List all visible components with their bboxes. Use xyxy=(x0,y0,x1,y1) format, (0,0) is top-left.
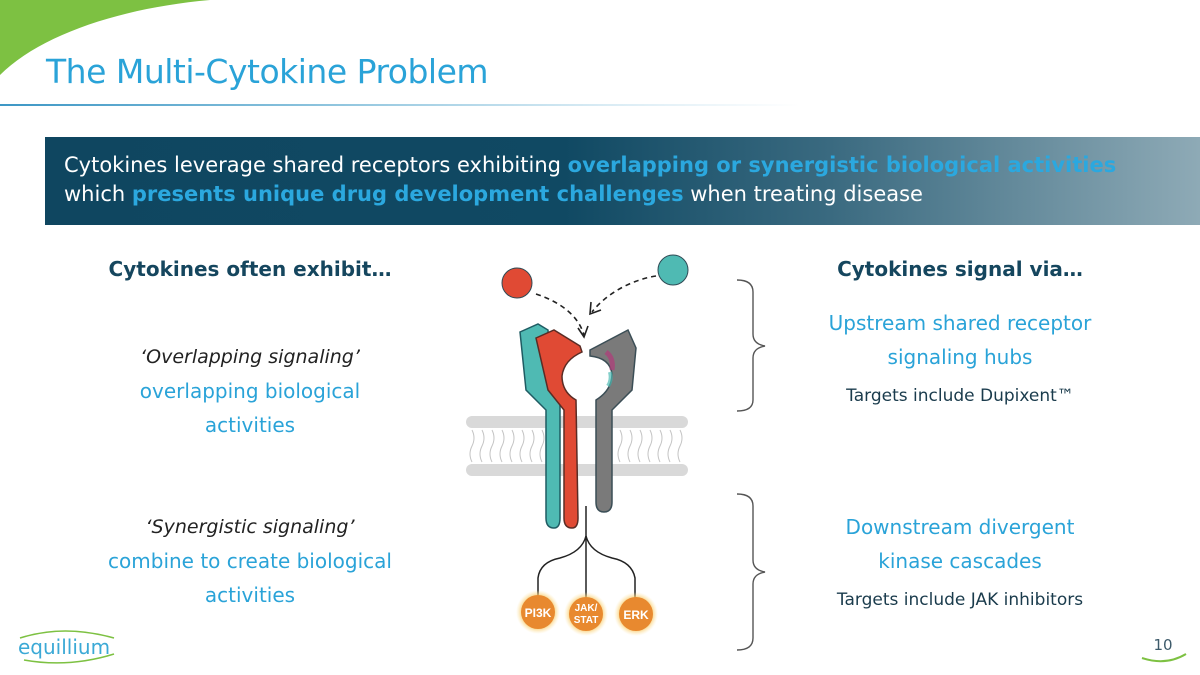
svg-text:JAK/: JAK/ xyxy=(575,603,598,614)
signaling-branches xyxy=(537,506,636,598)
cytokine-teal xyxy=(657,254,689,286)
banner-text: when treating disease xyxy=(683,182,923,206)
receptor-chain-gray xyxy=(589,328,637,513)
banner-text: which xyxy=(64,182,132,206)
key-message-banner: Cytokines leverage shared receptors exhi… xyxy=(45,137,1200,225)
title-divider xyxy=(0,104,800,106)
term-description: overlapping biological xyxy=(139,379,361,403)
equillium-logo: equillium xyxy=(18,630,115,664)
page-number: 10 xyxy=(1153,636,1173,654)
svg-text:PI3K: PI3K xyxy=(525,606,552,620)
receptor-signaling-diagram: PI3K JAK/ STAT ERK xyxy=(466,254,689,636)
svg-text:STAT: STAT xyxy=(574,615,599,626)
targets-note: Targets include JAK inhibitors xyxy=(836,590,1084,610)
term-description: activities xyxy=(204,413,296,437)
banner-highlight: overlapping or synergistic biological ac… xyxy=(567,153,1117,177)
term-label: ‘Overlapping signaling’ xyxy=(140,346,360,368)
page-title: The Multi-Cytokine Problem xyxy=(46,52,489,91)
synergistic-signaling-block: ‘Synergistic signaling’ combine to creat… xyxy=(70,510,430,612)
right-column-heading: Cytokines signal via… xyxy=(837,257,1083,281)
upstream-hubs-block: Upstream shared receptor signaling hubs … xyxy=(790,306,1130,408)
receptor-chain-teal xyxy=(519,323,561,529)
page-number-swoosh xyxy=(1141,653,1187,663)
left-column-heading: Cytokines often exhibit… xyxy=(108,257,392,281)
term-label: ‘Synergistic signaling’ xyxy=(145,516,355,538)
svg-text:ERK: ERK xyxy=(623,608,649,622)
binding-arrow xyxy=(591,275,657,313)
brand-swoosh xyxy=(0,0,210,75)
banner-highlight: presents unique drug development challen… xyxy=(131,182,684,206)
term-description: activities xyxy=(204,583,296,607)
svg-text:equillium: equillium xyxy=(18,635,110,659)
mechanism-title: Upstream shared receptor xyxy=(828,311,1092,335)
downstream-brace xyxy=(736,493,766,651)
downstream-cascades-block: Downstream divergent kinase cascades Tar… xyxy=(790,510,1130,612)
cytokine-red xyxy=(501,267,533,299)
mechanism-title: kinase cascades xyxy=(878,549,1042,573)
banner-text: Cytokines leverage shared receptors exhi… xyxy=(64,153,568,177)
kinase-erk: ERK xyxy=(614,592,658,636)
term-description: combine to create biological xyxy=(108,549,392,573)
receptor-chain-red xyxy=(535,329,583,529)
targets-note: Targets include Dupixent™ xyxy=(846,386,1074,406)
mechanism-title: signaling hubs xyxy=(887,345,1033,369)
overlapping-signaling-block: ‘Overlapping signaling’ overlapping biol… xyxy=(70,340,430,442)
kinase-jak-stat: JAK/ STAT xyxy=(564,592,608,636)
mechanism-title: Downstream divergent xyxy=(845,515,1075,539)
kinase-pi3k: PI3K xyxy=(516,590,560,634)
upstream-brace xyxy=(736,279,766,412)
